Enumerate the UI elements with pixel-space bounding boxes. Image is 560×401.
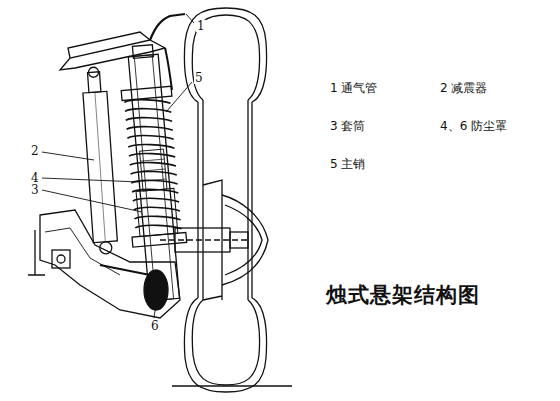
coil-turn xyxy=(133,195,179,205)
callout-number: 5 xyxy=(194,72,204,84)
leader-line xyxy=(154,304,156,318)
body-frame xyxy=(68,32,150,58)
bolt xyxy=(57,255,65,263)
key-entry: 5 主销 xyxy=(330,158,365,170)
spring-seat xyxy=(121,86,172,100)
coil-turn xyxy=(135,222,181,232)
coil-turn xyxy=(124,97,170,107)
coil-turn xyxy=(130,160,176,170)
rim xyxy=(202,100,203,300)
coil-turn xyxy=(127,133,173,143)
callout-number: 3 xyxy=(30,184,40,196)
bracket xyxy=(52,250,70,268)
leader-line xyxy=(42,152,94,160)
leader-line xyxy=(186,14,194,23)
callout-number: 2 xyxy=(30,145,40,157)
rim xyxy=(247,100,248,300)
lower-arm xyxy=(45,228,120,275)
vent-pipe xyxy=(165,48,172,90)
ground-line xyxy=(172,385,292,386)
vent-pipe xyxy=(150,14,185,40)
brake-line xyxy=(100,265,150,275)
callout-number: 1 xyxy=(196,20,206,32)
coil-turn xyxy=(129,151,175,161)
callout-number: 4 xyxy=(30,172,40,184)
tire xyxy=(184,8,266,102)
coil-spring xyxy=(124,97,181,233)
rim xyxy=(197,102,198,298)
key-entry: 4、6 防尘罩 xyxy=(440,120,507,132)
leader-line xyxy=(42,190,142,212)
callout-number: 6 xyxy=(150,320,160,332)
axis-line xyxy=(160,239,250,240)
diagram-title: 烛式悬架结构图 xyxy=(326,285,480,306)
shock-absorber xyxy=(81,66,118,254)
key-entry: 1 通气管 xyxy=(330,82,377,94)
lower-arm xyxy=(40,210,180,318)
tire-inner xyxy=(192,300,259,385)
sleeve xyxy=(136,188,178,236)
coil-turn xyxy=(125,106,171,116)
dust-boot xyxy=(140,149,167,191)
coil-turn xyxy=(126,124,172,134)
bracket xyxy=(28,230,45,275)
key-entry: 2 减震器 xyxy=(440,82,487,94)
coil-turn xyxy=(131,178,177,188)
kingpin xyxy=(134,55,173,301)
dust-boot xyxy=(140,159,166,181)
coil-turn xyxy=(134,213,180,223)
tire-inner xyxy=(192,15,259,100)
leader-line xyxy=(166,82,192,112)
key-entry: 3 套筒 xyxy=(330,120,365,132)
coil-turn xyxy=(134,204,180,214)
leader-line xyxy=(42,178,140,182)
tire xyxy=(184,298,266,392)
coil-turn xyxy=(126,115,172,125)
kingpin-cap xyxy=(132,45,153,59)
